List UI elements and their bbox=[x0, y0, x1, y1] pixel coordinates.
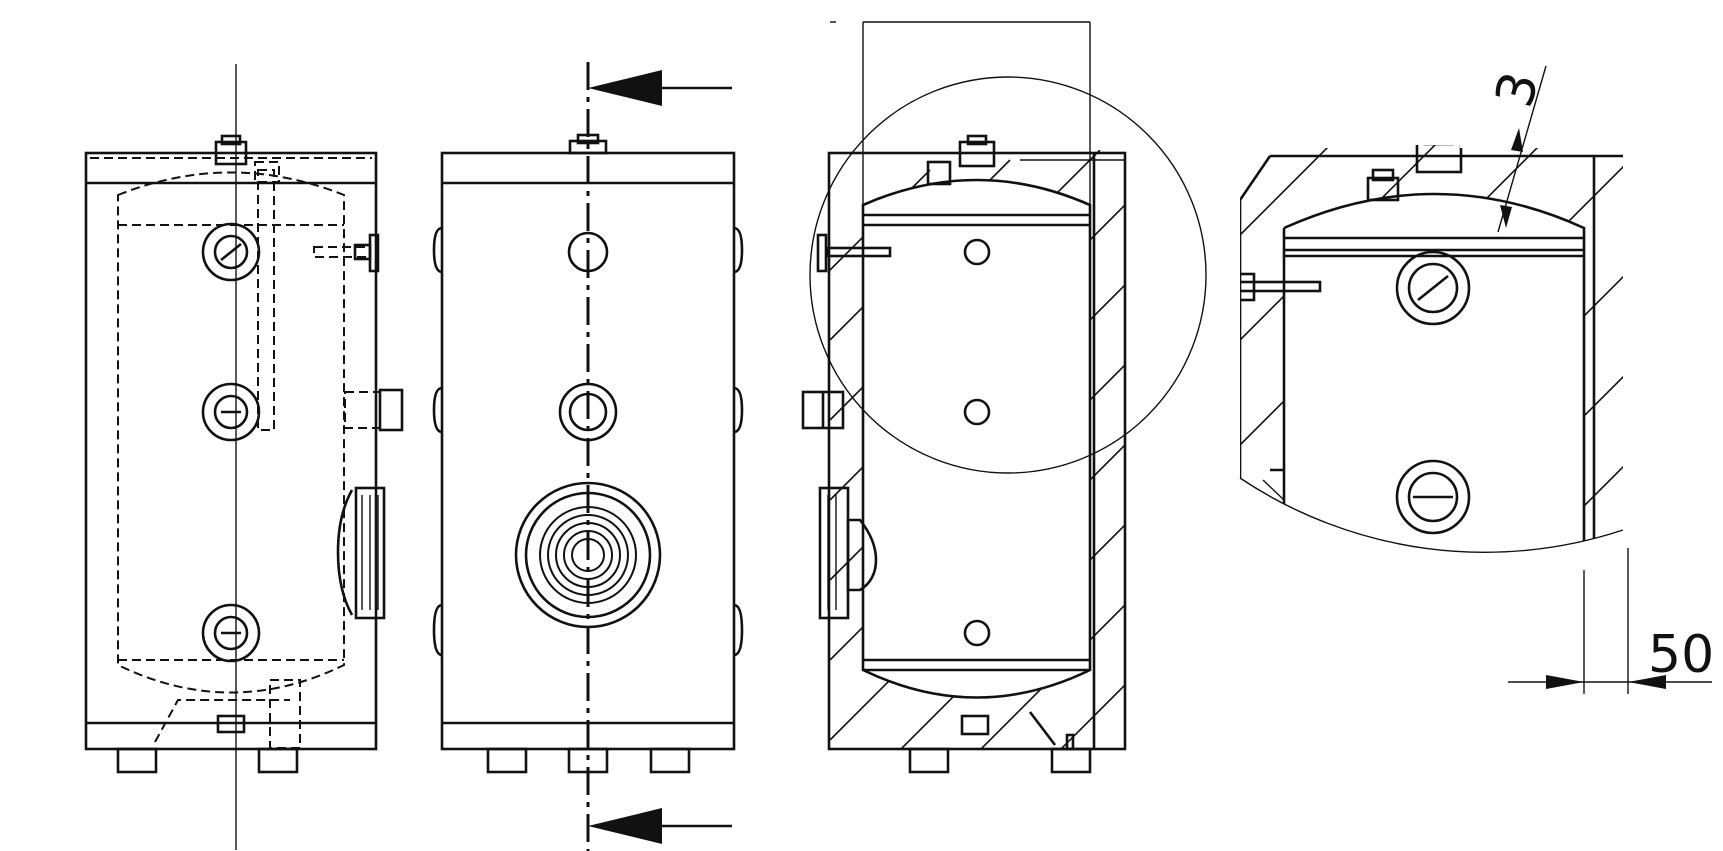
section-arrow-bottom bbox=[588, 808, 732, 844]
port-middle bbox=[963, 398, 991, 426]
hidden-tank bbox=[117, 171, 345, 694]
top-fitting bbox=[1415, 145, 1463, 174]
flange bbox=[336, 486, 386, 620]
foot bbox=[116, 747, 158, 774]
dim-text-3: 3 bbox=[1485, 66, 1552, 113]
side-valve bbox=[1240, 272, 1322, 302]
top-fitting bbox=[958, 140, 996, 168]
tank-shell bbox=[1283, 192, 1586, 553]
port-lower bbox=[963, 619, 991, 647]
port-lower bbox=[201, 603, 261, 663]
port-middle bbox=[1395, 459, 1471, 535]
view-front-hidden bbox=[84, 64, 404, 850]
port-upper bbox=[201, 222, 261, 282]
view-detail: 3 50 bbox=[1239, 65, 1714, 694]
side-valve bbox=[816, 233, 892, 273]
dim-text-50: 50 bbox=[1648, 625, 1714, 685]
port-upper bbox=[963, 238, 991, 266]
outer-casing bbox=[84, 151, 378, 751]
foot bbox=[1050, 747, 1092, 774]
detail-boundary bbox=[1239, 477, 1624, 554]
foot bbox=[908, 747, 950, 774]
port-middle bbox=[201, 382, 261, 442]
foot bbox=[257, 747, 299, 774]
view-section bbox=[801, 21, 1207, 774]
dim-insulation: 50 bbox=[1508, 548, 1714, 694]
flange bbox=[818, 486, 878, 620]
outer-casing bbox=[827, 151, 1127, 751]
side-connector bbox=[801, 390, 845, 430]
foot bbox=[649, 747, 691, 774]
view-side-section bbox=[432, 62, 744, 851]
side-valve bbox=[313, 233, 380, 273]
foot bbox=[486, 747, 528, 774]
detail-circle bbox=[809, 76, 1207, 474]
side-connector bbox=[344, 388, 404, 432]
section-arrow-top bbox=[588, 70, 732, 106]
port-upper bbox=[1395, 250, 1471, 326]
top-fitting bbox=[214, 140, 248, 166]
